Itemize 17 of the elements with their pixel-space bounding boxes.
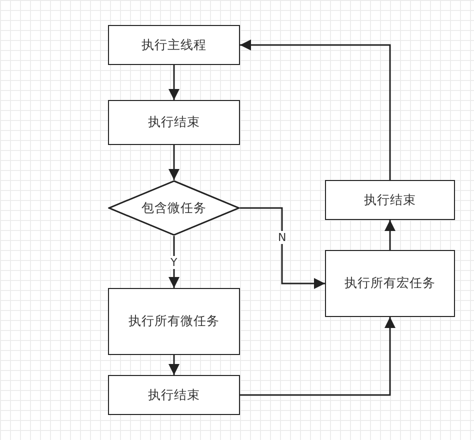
arrow — [168, 355, 180, 375]
decision-diamond — [108, 180, 240, 236]
arrow — [384, 220, 396, 250]
edge-label: Y — [170, 256, 178, 268]
process-box: 执行主线程 — [108, 25, 240, 65]
arrow — [240, 40, 391, 180]
process-box: 执行结束 — [108, 375, 240, 415]
arrow — [240, 317, 396, 396]
process-box: 执行结束 — [108, 100, 240, 145]
arrow — [168, 65, 180, 100]
decision-label: 包含微任务 — [142, 200, 206, 216]
arrow — [168, 145, 180, 180]
process-box: 执行所有微任务 — [108, 288, 240, 355]
process-box: 执行结束 — [325, 180, 455, 220]
edge-label: N — [277, 231, 288, 244]
process-box: 执行所有宏任务 — [325, 250, 455, 317]
arrow — [240, 207, 325, 289]
